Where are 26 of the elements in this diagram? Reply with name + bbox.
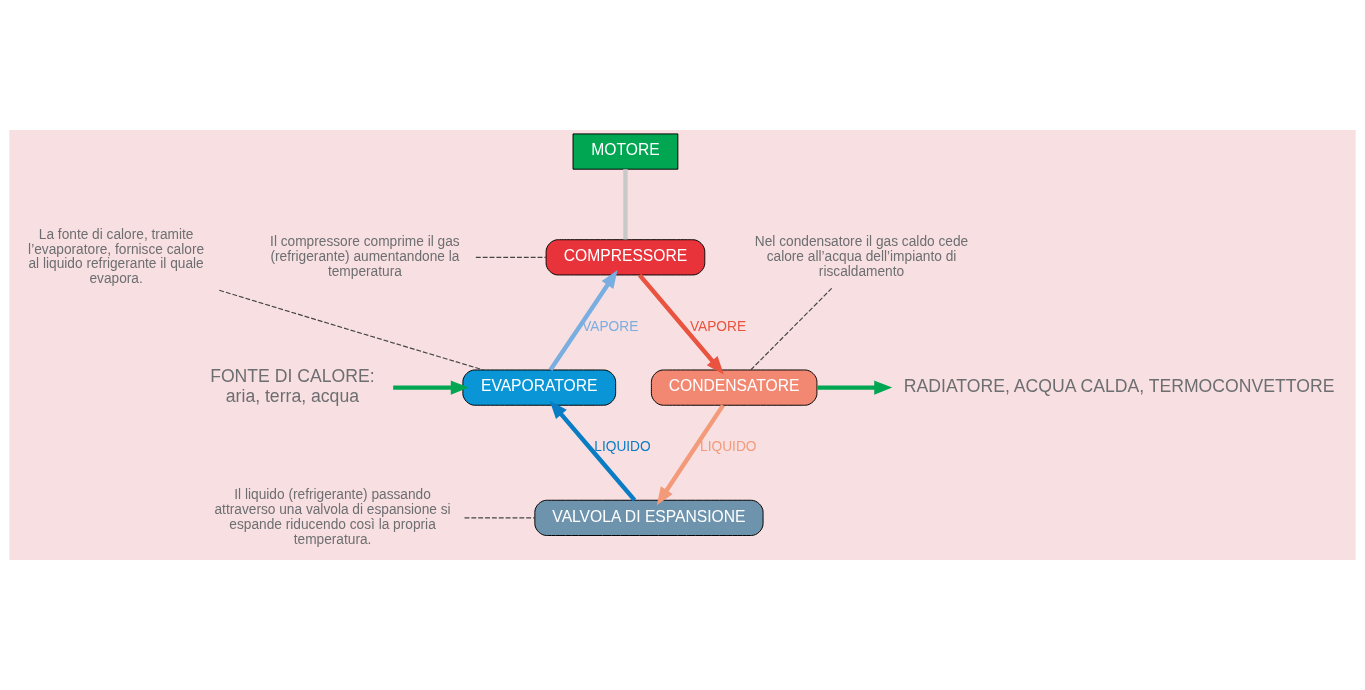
node-box: EVAPORATORE (462, 369, 617, 406)
node-text: Il compressore comprime il gas (refrigerante) aumentandone la temperatura (270, 234, 460, 279)
node-text: Nel condensatore il gas caldo cede calore all’acqua dell’impianto di riscaldamento (754, 234, 969, 279)
arrow (548, 270, 618, 372)
edge-label: LIQUIDO (700, 439, 757, 455)
node-box: MOTORE (572, 133, 679, 170)
arrow (393, 380, 469, 395)
node-text: Il liquido (refrigerante) passando attraverso una valvola di espansione si espande riducendo così la propria temperatura. (214, 487, 451, 547)
connector (623, 169, 628, 240)
node-box: VALVOLA DI ESPANSIONE (534, 499, 764, 536)
node-text: La fonte di calore, tramite l’evaporatore, fornisce calore al liquido refrigerante il quale evapora. (28, 226, 205, 286)
connector (463, 517, 536, 519)
node-text: RADIATORE, ACQUA CALDA, TERMOCONVETTORE (903, 375, 1335, 396)
edge-label: VAPORE (582, 318, 639, 334)
edge-label: LIQUIDO (594, 439, 651, 455)
connector (750, 287, 833, 371)
node-box: COMPRESSORE (545, 239, 706, 276)
connector (475, 256, 547, 258)
node-text: FONTE DI CALORE: aria, terra, acqua (210, 366, 375, 406)
arrow (817, 380, 893, 395)
edge-label: VAPORE (689, 318, 747, 334)
connector (218, 289, 484, 371)
arrow (656, 404, 725, 506)
node-box: CONDENSATORE (650, 369, 818, 406)
arrow (549, 400, 637, 502)
arrow (637, 273, 724, 375)
